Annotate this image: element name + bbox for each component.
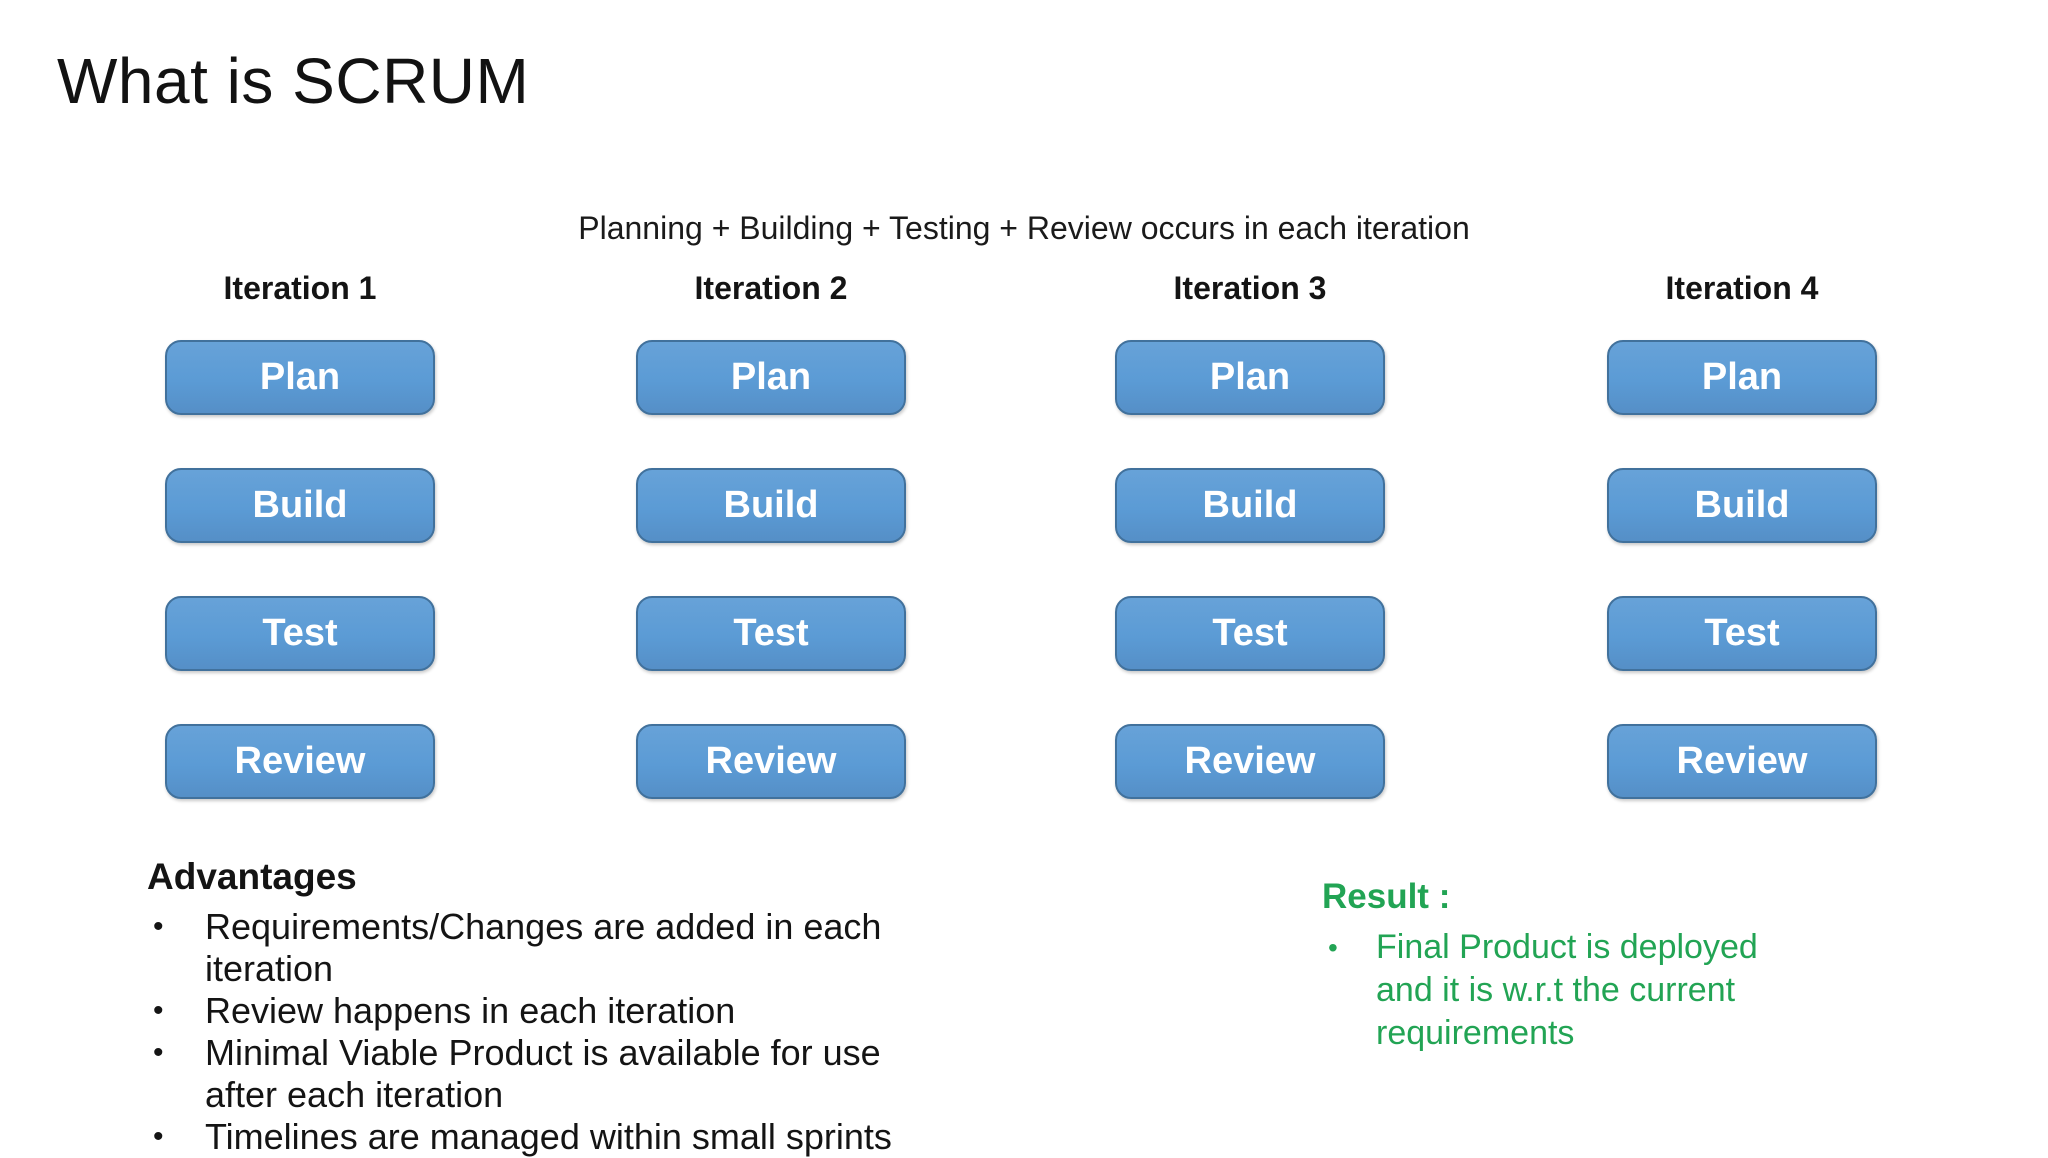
iteration-column-1: Iteration 1 Plan Build Test Review xyxy=(165,266,435,799)
result-text: Final Product is deployed and it is w.r.… xyxy=(1376,928,1758,1052)
iteration-1-label: Iteration 1 xyxy=(223,270,377,306)
bullet-icon: • xyxy=(153,1036,164,1069)
page-title: What is SCRUM xyxy=(57,45,530,117)
iteration-3-label: Iteration 3 xyxy=(1173,270,1327,306)
iteration-column-2: Iteration 2 Plan Build Test Review xyxy=(636,266,906,799)
iteration-3-test-box: Test xyxy=(1115,596,1385,671)
iteration-1-review-box: Review xyxy=(165,724,435,799)
bullet-icon: • xyxy=(153,1120,164,1153)
advantage-text: Requirements/Changes are added in each i… xyxy=(205,906,882,989)
advantage-item: • Review happens in each iteration xyxy=(147,990,957,1032)
iteration-4-build-box: Build xyxy=(1607,468,1877,543)
iteration-2-plan-box: Plan xyxy=(636,340,906,415)
iteration-2-build-box: Build xyxy=(636,468,906,543)
iteration-1-plan-box: Plan xyxy=(165,340,435,415)
advantage-item: • Timelines are managed within small spr… xyxy=(147,1116,957,1158)
iteration-4-label: Iteration 4 xyxy=(1665,270,1819,306)
iteration-2-test-box: Test xyxy=(636,596,906,671)
advantage-item: • Minimal Viable Product is available fo… xyxy=(147,1032,957,1116)
advantage-text: Timelines are managed within small sprin… xyxy=(205,1116,892,1157)
iteration-3-build-box: Build xyxy=(1115,468,1385,543)
iteration-4-test-box: Test xyxy=(1607,596,1877,671)
iteration-3-plan-box: Plan xyxy=(1115,340,1385,415)
result-item: • Final Product is deployed and it is w.… xyxy=(1322,926,1792,1055)
result-section: Result : • Final Product is deployed and… xyxy=(1322,874,1792,1055)
advantage-text: Minimal Viable Product is available for … xyxy=(205,1032,881,1115)
advantage-item: • Requirements/Changes are added in each… xyxy=(147,906,957,990)
iteration-4-review-box: Review xyxy=(1607,724,1877,799)
result-list: • Final Product is deployed and it is w.… xyxy=(1322,926,1792,1055)
iteration-4-plan-box: Plan xyxy=(1607,340,1877,415)
iteration-1-test-box: Test xyxy=(165,596,435,671)
iteration-1-build-box: Build xyxy=(165,468,435,543)
iteration-2-review-box: Review xyxy=(636,724,906,799)
bullet-icon: • xyxy=(1328,932,1338,963)
iteration-2-label: Iteration 2 xyxy=(694,270,848,306)
bullet-icon: • xyxy=(153,910,164,943)
advantage-text: Review happens in each iteration xyxy=(205,990,736,1031)
iteration-caption: Planning + Building + Testing + Review o… xyxy=(578,210,1470,246)
result-heading: Result : xyxy=(1322,877,1451,916)
advantages-list: • Requirements/Changes are added in each… xyxy=(147,906,957,1158)
iteration-3-review-box: Review xyxy=(1115,724,1385,799)
bullet-icon: • xyxy=(153,994,164,1027)
iteration-column-4: Iteration 4 Plan Build Test Review xyxy=(1607,266,1877,799)
iteration-column-3: Iteration 3 Plan Build Test Review xyxy=(1115,266,1385,799)
advantages-section: Advantages • Requirements/Changes are ad… xyxy=(147,854,957,1158)
advantages-heading: Advantages xyxy=(147,856,357,897)
